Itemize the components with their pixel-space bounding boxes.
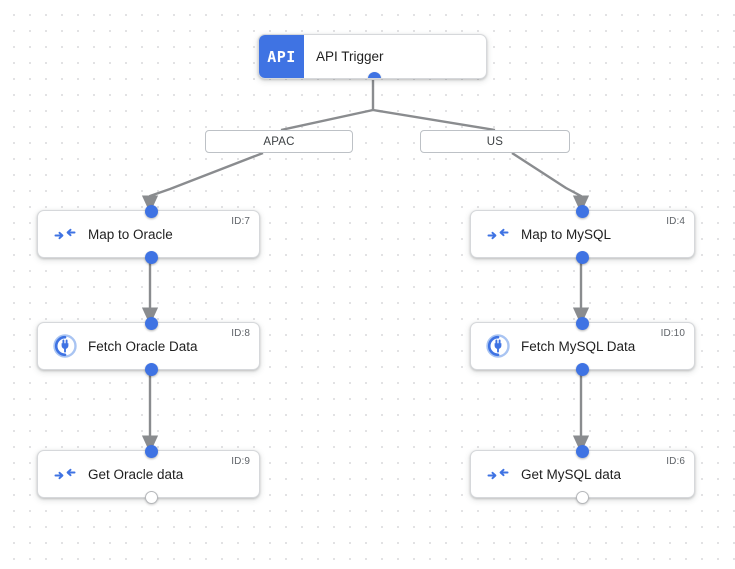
edge-apac-to-map-oracle	[141, 151, 264, 214]
input-port[interactable]	[575, 316, 589, 330]
output-port[interactable]	[575, 490, 589, 504]
map-transform-icon	[52, 221, 78, 247]
edge-us-to-map-mysql	[511, 151, 590, 214]
node-title: Get Oracle data	[88, 466, 184, 482]
output-port[interactable]	[575, 362, 589, 376]
input-port[interactable]	[144, 204, 158, 218]
edge-trigger-to-us	[372, 108, 496, 132]
api-badge-icon: API	[259, 35, 304, 78]
node-map-to-mysql[interactable]: Map to MySQL ID:4	[470, 204, 695, 264]
node-title: API Trigger	[316, 49, 384, 64]
map-transform-icon	[485, 221, 511, 247]
node-id-label: ID:4	[666, 216, 685, 227]
node-fetch-mysql-data[interactable]: Fetch MySQL Data ID:10	[470, 316, 695, 376]
output-port[interactable]	[144, 362, 158, 376]
node-title: Map to Oracle	[88, 226, 173, 242]
node-id-label: ID:9	[231, 456, 250, 467]
branch-label-us[interactable]: US	[420, 130, 570, 153]
node-fetch-oracle-data[interactable]: Fetch Oracle Data ID:8	[37, 316, 260, 376]
input-port[interactable]	[575, 204, 589, 218]
node-map-to-oracle[interactable]: Map to Oracle ID:7	[37, 204, 260, 264]
node-api-trigger[interactable]: API API Trigger	[258, 34, 487, 79]
node-title: Get MySQL data	[521, 466, 622, 482]
output-port[interactable]	[144, 250, 158, 264]
branch-label-apac[interactable]: APAC	[205, 130, 353, 153]
input-port[interactable]	[144, 444, 158, 458]
map-transform-icon	[52, 461, 78, 487]
map-transform-icon	[485, 461, 511, 487]
node-title: Fetch Oracle Data	[88, 338, 198, 354]
connector-plug-icon	[52, 333, 78, 359]
node-id-label: ID:10	[660, 328, 685, 339]
node-title: Fetch MySQL Data	[521, 338, 636, 354]
node-id-label: ID:7	[231, 216, 250, 227]
output-port[interactable]	[367, 71, 381, 78]
node-id-label: ID:8	[231, 328, 250, 339]
connector-plug-icon	[485, 333, 511, 359]
node-title: Map to MySQL	[521, 226, 612, 242]
node-id-label: ID:6	[666, 456, 685, 467]
node-get-oracle-data[interactable]: Get Oracle data ID:9	[37, 444, 260, 504]
edge-trigger-to-apac	[280, 108, 374, 132]
input-port[interactable]	[575, 444, 589, 458]
input-port[interactable]	[144, 316, 158, 330]
output-port[interactable]	[575, 250, 589, 264]
node-get-mysql-data[interactable]: Get MySQL data ID:6	[470, 444, 695, 504]
output-port[interactable]	[144, 490, 158, 504]
